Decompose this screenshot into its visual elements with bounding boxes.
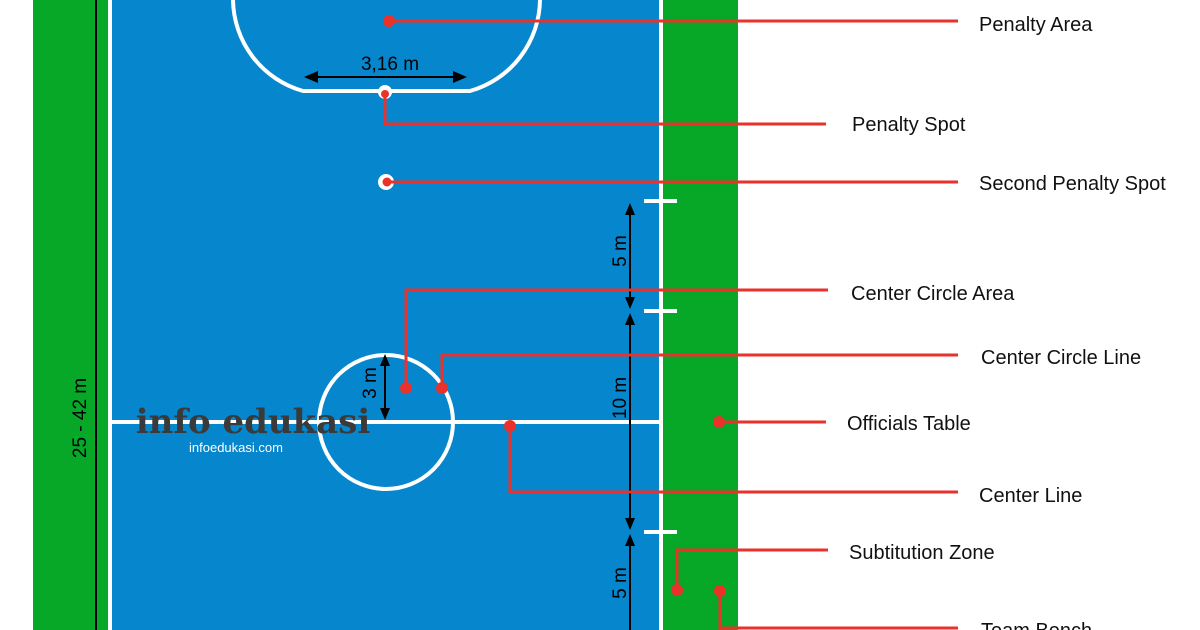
penalty-area-dot — [383, 15, 395, 27]
center-circle-area-label: Center Circle Area — [851, 283, 1015, 305]
substitution-zone-dot — [671, 584, 683, 596]
penalty-width-arrowhead-right — [453, 71, 467, 83]
zone-mid-arrowhead-down — [625, 518, 635, 530]
center-circle-line-pointer — [440, 353, 958, 388]
penalty-width-label: 3,16 m — [361, 54, 419, 75]
center-circle-line-label: Center Circle Line — [981, 347, 1141, 369]
center-circle-area-dot — [400, 382, 412, 394]
penalty-spot-pointer — [383, 92, 826, 126]
penalty-area-label: Penalty Area — [979, 14, 1093, 36]
zone-mid-label: 10 m — [610, 377, 631, 419]
penalty-width-arrowhead-left — [304, 71, 318, 83]
zone-mid-arrowhead-up — [625, 313, 635, 325]
circle-radius-arrowhead-down — [380, 408, 390, 420]
officials-table-dot — [713, 416, 725, 428]
center-circle — [317, 353, 455, 491]
officials-table-label: Officials Table — [847, 413, 971, 435]
center-line-pointer — [508, 426, 958, 494]
watermark-url: infoedukasi.com — [189, 440, 283, 455]
zone-bottom-arrowhead-up — [625, 534, 635, 546]
center-line-label: Center Line — [979, 485, 1082, 507]
substitution-zone-label: Subtitution Zone — [849, 542, 995, 564]
pointer-lines — [383, 19, 958, 630]
zone-top-arrowhead-up — [625, 203, 635, 215]
center-circle-line-dot — [436, 382, 448, 394]
watermark-logo: info edukasi — [136, 402, 371, 442]
zone-top-label: 5 m — [610, 235, 631, 267]
court-width-label: 25 - 42 m — [70, 378, 91, 458]
substitution-zone-pointer — [675, 548, 828, 590]
second-penalty-spot-dot — [382, 177, 392, 187]
center-line-dot — [504, 420, 516, 432]
penalty-spot-label: Penalty Spot — [852, 114, 966, 136]
right-grass-strip — [663, 0, 738, 630]
circle-radius-arrowhead-up — [380, 354, 390, 366]
circle-radius-label: 3 m — [360, 367, 381, 399]
zone-bottom-label: 5 m — [610, 567, 631, 599]
team-bench-label: Team Bench — [981, 620, 1092, 630]
court-surface — [111, 0, 663, 630]
second-penalty-spot-label: Second Penalty Spot — [979, 173, 1166, 195]
penalty-spot-dot — [381, 90, 389, 98]
pointer-dots — [381, 15, 726, 597]
team-bench-dot — [714, 585, 726, 597]
zone-top-arrowhead-down — [625, 297, 635, 309]
left-grass-strip — [33, 0, 111, 630]
center-circle-area-pointer — [404, 288, 828, 388]
